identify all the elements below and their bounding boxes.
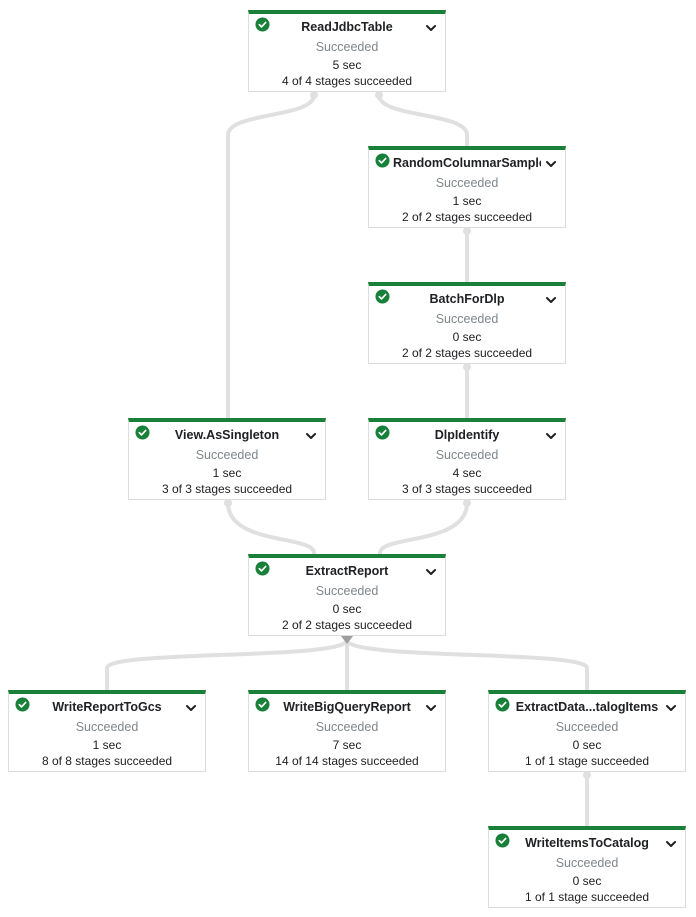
step-title: View.AsSingleton bbox=[174, 428, 280, 442]
pipeline-step-node[interactable]: ReadJdbcTable Succeeded 5 sec 4 of 4 sta… bbox=[248, 10, 446, 92]
check-circle-icon bbox=[255, 561, 270, 576]
chevron-down-icon[interactable] bbox=[305, 430, 317, 442]
edge-port bbox=[310, 91, 318, 99]
chevron-down-icon[interactable] bbox=[425, 22, 437, 34]
check-circle-icon bbox=[375, 289, 390, 304]
step-title: WriteItemsToCatalog bbox=[525, 836, 649, 850]
step-duration: 0 sec bbox=[332, 602, 362, 616]
step-status: Succeeded bbox=[315, 584, 379, 598]
step-title: WriteReportToGcs bbox=[52, 700, 162, 714]
step-duration: 7 sec bbox=[332, 738, 362, 752]
edge-read-to-view bbox=[226, 93, 316, 419]
step-title: BatchForDlp bbox=[429, 292, 505, 306]
pipeline-step-node[interactable]: ExtractReport Succeeded 0 sec 2 of 2 sta… bbox=[248, 554, 446, 636]
chevron-down-icon[interactable] bbox=[545, 430, 557, 442]
pipeline-step-node[interactable]: WriteReportToGcs Succeeded 1 sec 8 of 8 … bbox=[8, 690, 206, 772]
step-status: Succeeded bbox=[435, 312, 499, 326]
check-circle-icon bbox=[375, 153, 390, 168]
step-duration: 0 sec bbox=[572, 738, 602, 752]
check-circle-icon bbox=[255, 697, 270, 712]
chevron-down-icon[interactable] bbox=[425, 566, 437, 578]
step-title: ExtractData...talogItems bbox=[515, 700, 659, 714]
step-status: Succeeded bbox=[555, 720, 619, 734]
chevron-down-icon[interactable] bbox=[545, 294, 557, 306]
edge-port bbox=[375, 91, 383, 99]
step-status: Succeeded bbox=[435, 176, 499, 190]
pipeline-step-node[interactable]: RandomColumnarSample Succeeded 1 sec 2 o… bbox=[368, 146, 566, 228]
step-stages-summary: 3 of 3 stages succeeded bbox=[401, 482, 533, 496]
edge-port bbox=[463, 227, 471, 235]
step-stages-summary: 1 of 1 stage succeeded bbox=[524, 754, 650, 768]
chevron-down-icon[interactable] bbox=[665, 702, 677, 714]
step-stages-summary: 1 of 1 stage succeeded bbox=[524, 890, 650, 904]
check-circle-icon bbox=[135, 425, 150, 440]
check-circle-icon bbox=[495, 697, 510, 712]
edge-extract-to-gcs bbox=[105, 638, 349, 691]
step-duration: 0 sec bbox=[572, 874, 602, 888]
check-circle-icon bbox=[375, 425, 390, 440]
step-status: Succeeded bbox=[195, 448, 259, 462]
step-stages-summary: 2 of 2 stages succeeded bbox=[401, 346, 533, 360]
check-circle-icon bbox=[495, 833, 510, 848]
step-duration: 0 sec bbox=[452, 330, 482, 344]
step-stages-summary: 3 of 3 stages succeeded bbox=[161, 482, 293, 496]
step-title: RandomColumnarSample bbox=[393, 156, 541, 170]
edge-extract-to-catalog bbox=[345, 638, 589, 691]
edge-port bbox=[224, 499, 232, 507]
step-duration: 1 sec bbox=[212, 466, 242, 480]
step-title: WriteBigQueryReport bbox=[283, 700, 411, 714]
step-status: Succeeded bbox=[555, 856, 619, 870]
chevron-down-icon[interactable] bbox=[665, 838, 677, 850]
pipeline-step-node[interactable]: DlpIdentify Succeeded 4 sec 3 of 3 stage… bbox=[368, 418, 566, 500]
step-stages-summary: 8 of 8 stages succeeded bbox=[41, 754, 173, 768]
edge-port bbox=[463, 363, 471, 371]
step-stages-summary: 2 of 2 stages succeeded bbox=[401, 210, 533, 224]
step-title: ExtractReport bbox=[305, 564, 389, 578]
step-title: DlpIdentify bbox=[434, 428, 500, 442]
check-circle-icon bbox=[255, 17, 270, 32]
step-duration: 1 sec bbox=[92, 738, 122, 752]
pipeline-step-node[interactable]: View.AsSingleton Succeeded 1 sec 3 of 3 … bbox=[128, 418, 326, 500]
check-circle-icon bbox=[15, 697, 30, 712]
step-stages-summary: 14 of 14 stages succeeded bbox=[275, 754, 419, 768]
edge-port bbox=[463, 499, 471, 507]
edge-dlp-to-extract bbox=[378, 501, 469, 555]
edge-port bbox=[583, 771, 591, 779]
chevron-down-icon[interactable] bbox=[545, 158, 557, 170]
edge-view-to-extract bbox=[226, 501, 316, 555]
chevron-down-icon[interactable] bbox=[425, 702, 437, 714]
pipeline-step-node[interactable]: ExtractData...talogItems Succeeded 0 sec… bbox=[488, 690, 686, 772]
pipeline-step-node[interactable]: BatchForDlp Succeeded 0 sec 2 of 2 stage… bbox=[368, 282, 566, 364]
step-duration: 1 sec bbox=[452, 194, 482, 208]
step-status: Succeeded bbox=[435, 448, 499, 462]
pipeline-step-node[interactable]: WriteItemsToCatalog Succeeded 0 sec 1 of… bbox=[488, 826, 686, 908]
step-stages-summary: 2 of 2 stages succeeded bbox=[281, 618, 413, 632]
step-title: ReadJdbcTable bbox=[301, 20, 393, 34]
step-status: Succeeded bbox=[75, 720, 139, 734]
step-status: Succeeded bbox=[315, 720, 379, 734]
step-duration: 4 sec bbox=[452, 466, 482, 480]
step-status: Succeeded bbox=[315, 40, 379, 54]
pipeline-step-node[interactable]: WriteBigQueryReport Succeeded 7 sec 14 o… bbox=[248, 690, 446, 772]
chevron-down-icon[interactable] bbox=[185, 702, 197, 714]
edge-branch-marker bbox=[341, 636, 353, 644]
edge-read-to-random bbox=[377, 93, 469, 147]
step-stages-summary: 4 of 4 stages succeeded bbox=[281, 74, 413, 88]
step-duration: 5 sec bbox=[332, 58, 362, 72]
